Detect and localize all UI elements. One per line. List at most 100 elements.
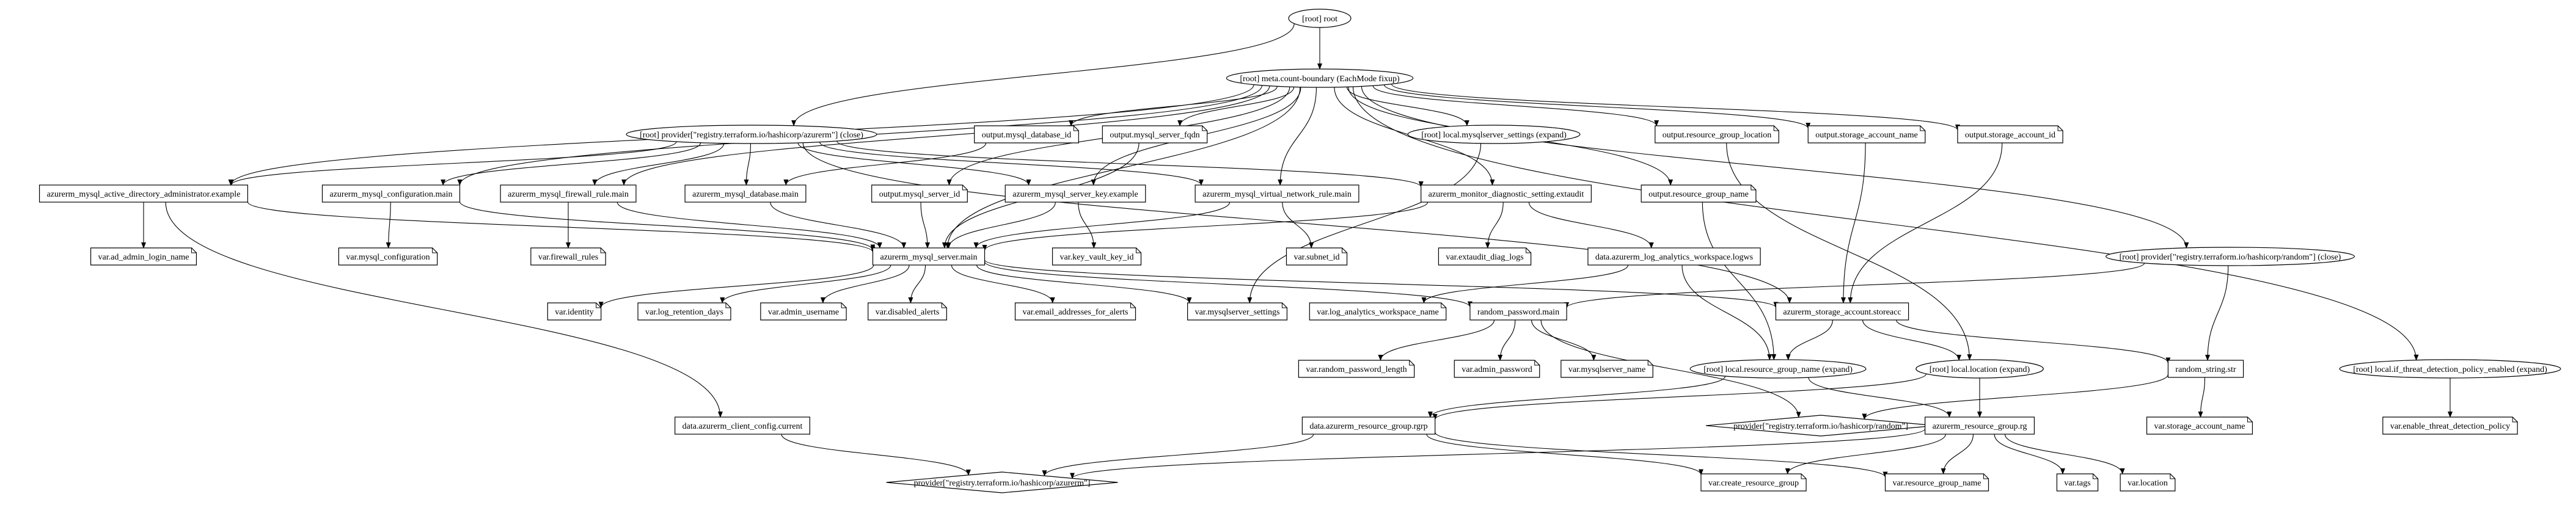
- node-var-firewall: var.firewall_rules: [530, 247, 606, 266]
- note-fold: [596, 303, 601, 308]
- node-label: provider["registry.terraform.io/hashicor…: [1733, 422, 1908, 431]
- node-var-create-rg: var.create_resource_group: [1700, 473, 1807, 492]
- note-fold: [2057, 126, 2063, 131]
- node-label: azurerm_mysql_server_key.example: [1012, 190, 1138, 199]
- node-local-threat: [root] local.if_threat_detection_policy_…: [2339, 359, 2561, 379]
- node-shape: [1916, 359, 2044, 379]
- node-label: var.subnet_id: [1293, 253, 1339, 262]
- note-fold: [1409, 360, 1414, 366]
- edge-rg-to-prov-azurerm: [1070, 428, 1926, 479]
- edge-monitor-to-ds-log-analytics: [1528, 202, 1654, 249]
- edge-mysql-server-to-var-mysqlserver-settings: [976, 264, 1192, 303]
- edge-prov-azurerm-close-to-mysql-config: [441, 142, 701, 186]
- node-var-mysqlserver-settings: var.mysqlserver_settings: [1187, 302, 1288, 321]
- edge-mysql-server-to-var-disabled-alerts: [908, 264, 926, 303]
- node-shape: [1014, 302, 1136, 321]
- node-label: output.mysql_server_fqdn: [1110, 131, 1199, 140]
- edge-ds-rg-to-prov-azurerm: [1042, 434, 1314, 477]
- note-fold: [1751, 185, 1756, 191]
- node-shape: [500, 184, 637, 203]
- node-database: azurerm_mysql_database.main: [684, 184, 807, 203]
- node-mysql-config: azurerm_mysql_configuration.main: [321, 184, 461, 203]
- node-prov-azurerm: provider["registry.terraform.io/hashicor…: [886, 471, 1118, 493]
- edge-server-key-to-var-key-vault: [1078, 202, 1097, 249]
- node-label: [root] local.mysqlserver_settings (expan…: [1421, 131, 1567, 140]
- node-var-rg-name: var.resource_group_name: [1884, 473, 1989, 492]
- node-ds-client-config: data.azurerm_client_config.current: [675, 416, 810, 435]
- edge-out-rg-name-to-local-rg-name: [1702, 202, 1777, 361]
- node-shape: [2056, 473, 2099, 492]
- edge-monitor-to-var-extaudit: [1485, 202, 1504, 249]
- node-var-identity: var.identity: [547, 302, 602, 321]
- note-fold: [1773, 126, 1779, 131]
- note-fold: [1073, 126, 1079, 131]
- note-fold: [1526, 248, 1531, 253]
- node-label: var.mysqlserver_name: [1568, 365, 1645, 374]
- node-label: var.ad_admin_login_name: [98, 253, 189, 262]
- node-shape: [1775, 302, 1909, 321]
- edge-rg-to-var-location: [2004, 434, 2125, 474]
- edge-prov-random-close-to-random-password: [1564, 263, 2145, 308]
- node-label: output.mysql_server_id: [879, 190, 961, 199]
- node-label: [root] root: [1302, 15, 1337, 24]
- node-out-storage-name: output.storage_account_name: [1807, 125, 1926, 144]
- note-fold: [1801, 474, 1807, 479]
- node-label: azurerm_monitor_diagnostic_setting.extau…: [1429, 190, 1584, 199]
- note-fold: [1342, 248, 1347, 253]
- note-fold: [2247, 417, 2253, 423]
- edge-prov-azurerm-close-to-aad-admin: [229, 141, 677, 186]
- node-shape: [2167, 360, 2244, 378]
- node-label: azurerm_mysql_active_directory_administr…: [47, 190, 241, 199]
- edge-vnet-rule-to-mysql-server: [973, 202, 1231, 249]
- node-shape: [1884, 473, 1989, 492]
- note-fold: [725, 303, 731, 308]
- note-fold: [2512, 417, 2518, 423]
- node-shape: [1924, 416, 2035, 435]
- edge-meta-to-vnet-rule: [1278, 87, 1317, 186]
- node-label: azurerm_resource_group.rg: [1933, 422, 2027, 431]
- node-shape: [2120, 473, 2176, 492]
- note-fold: [1920, 126, 1925, 131]
- node-var-email: var.email_addresses_for_alerts: [1014, 302, 1136, 321]
- edge-random-string-to-var-storage-name: [2198, 377, 2206, 418]
- node-label: azurerm_mysql_database.main: [692, 190, 799, 199]
- edge-prov-random-close-to-random-string: [2205, 265, 2229, 361]
- edge-meta-to-out-fqdn: [1177, 87, 1295, 126]
- edge-meta-to-out-storage-id: [1391, 84, 1960, 131]
- note-fold: [1130, 303, 1136, 308]
- edge-prov-azurerm-close-to-monitor: [836, 140, 1424, 188]
- note-fold: [941, 303, 947, 308]
- edge-meta-to-out-db-id: [1069, 86, 1278, 126]
- node-shape: [338, 247, 438, 266]
- node-shape: [675, 416, 810, 435]
- node-shape: [1469, 302, 1567, 321]
- node-shape: [1641, 184, 1757, 203]
- edge-meta-to-prov-random-close: [1361, 86, 2189, 249]
- edge-mysql-server-to-var-identity: [598, 264, 874, 308]
- node-label: var.mysql_configuration: [346, 253, 430, 262]
- node-shape: [1807, 125, 1926, 144]
- node-label: var.firewall_rules: [538, 253, 598, 262]
- edge-ds-rg-to-var-rg-name: [1435, 432, 1888, 478]
- note-fold: [1983, 474, 1989, 479]
- node-shape: [1655, 125, 1779, 144]
- node-label: var.location: [2128, 479, 2168, 488]
- edge-prov-azurerm-close-to-server-key: [797, 142, 1031, 186]
- node-shape: [1561, 360, 1653, 378]
- edge-mysql-server-to-random-password: [984, 261, 1473, 308]
- edge-aad-admin-to-mysql-server: [247, 202, 876, 253]
- node-label: var.tags: [2064, 479, 2090, 488]
- edge-mysql-config-to-mysql-server: [459, 201, 876, 251]
- node-var-admin-pw: var.admin_password: [1454, 360, 1540, 378]
- node-shape: [1288, 9, 1352, 28]
- edge-out-storage-name-to-storage-account: [1840, 142, 1866, 303]
- node-aad-admin: azurerm_mysql_active_directory_administr…: [38, 184, 249, 203]
- edge-mysql-server-to-var-email: [951, 264, 1055, 303]
- edge-monitor-to-mysql-server: [982, 202, 1429, 252]
- node-label: azurerm_mysql_virtual_network_rule.main: [1202, 190, 1352, 199]
- node-local-location: [root] local.location (expand): [1916, 359, 2044, 379]
- node-label: data.azurerm_client_config.current: [682, 422, 803, 431]
- edge-ds-rg-to-var-create-rg: [1426, 434, 1703, 476]
- edge-storage-account-to-local-location: [1862, 319, 1962, 361]
